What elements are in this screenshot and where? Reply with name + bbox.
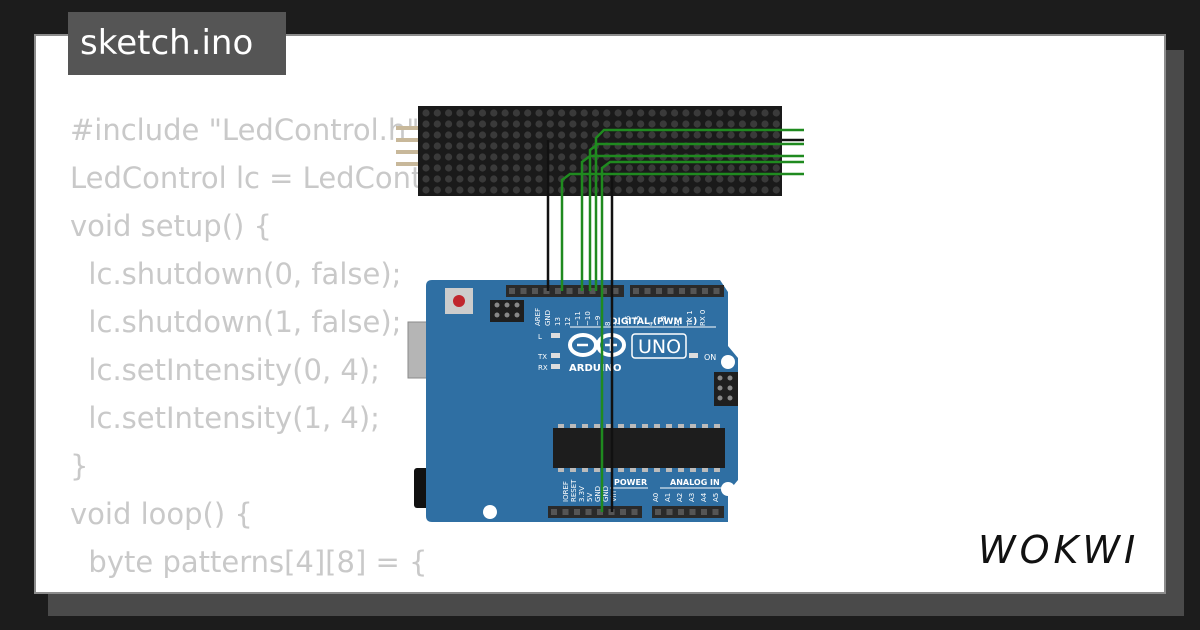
pin-label: 8	[604, 322, 612, 326]
file-title: sketch.ino	[68, 12, 286, 75]
pin-label: ~5	[634, 316, 642, 326]
mounting-hole	[721, 355, 735, 369]
pin-label: 4	[647, 321, 655, 326]
power-label: POWER	[614, 478, 647, 487]
led-matrix-dots	[422, 109, 780, 194]
led-matrix-module[interactable]	[396, 106, 782, 196]
code-line: void loop() {	[70, 497, 253, 531]
pin-label: 3.3V	[578, 486, 586, 502]
on-label: ON	[704, 353, 716, 362]
mounting-hole	[721, 482, 735, 496]
pin-label: 7	[614, 322, 622, 326]
board-model: UNO	[638, 336, 681, 358]
pin-label: ~9	[594, 316, 602, 326]
pin-label: IOREF	[562, 481, 570, 502]
pin-label: A4	[700, 492, 708, 502]
code-line: lc.shutdown(1, false);	[70, 305, 402, 339]
digital-label: DIGITAL (PWM ~)	[610, 317, 697, 327]
pin-label: 13	[554, 317, 562, 326]
microcontroller-chip	[553, 428, 725, 468]
led-label: RX	[538, 364, 548, 372]
matrix-header-pins	[396, 126, 418, 166]
led-label: L	[538, 333, 542, 341]
pin-label: GND	[544, 310, 552, 326]
wires	[546, 128, 804, 512]
analog-pin-labels: A0 A1 A2 A3 A4 A5	[652, 492, 720, 502]
analog-label: ANALOG IN	[670, 478, 720, 487]
wire-green-3	[588, 142, 804, 291]
power-header	[548, 506, 642, 518]
chip-pins	[558, 424, 720, 472]
pin-label: A2	[676, 493, 684, 502]
pin-label: 2	[673, 322, 681, 326]
digital-header-right	[630, 285, 724, 297]
pin-label: GND	[594, 486, 602, 502]
pin-label: TX 1	[686, 310, 694, 327]
pin-label: A0	[652, 493, 660, 502]
code-line: byte patterns[4][8] = {	[70, 545, 428, 579]
pin-label: Vin	[610, 491, 618, 502]
led-indicators	[551, 333, 698, 369]
uno-badge	[631, 333, 687, 359]
code-line: }	[70, 449, 89, 483]
wire-green-2	[580, 154, 804, 291]
led-matrix-body	[418, 106, 782, 196]
led-labels: L TX RX	[537, 333, 548, 372]
wire-green-4	[594, 128, 804, 291]
code-line: #include "LedControl.h"	[70, 113, 420, 147]
mounting-hole	[483, 505, 497, 519]
wokwi-logo: WOKWI	[978, 528, 1140, 572]
code-line: void setup() {	[70, 209, 272, 243]
pin-label: A5	[712, 493, 720, 502]
pin-label: RX 0	[699, 310, 707, 326]
icsp-header-right	[714, 372, 738, 406]
pin-label: 5V	[586, 493, 594, 502]
wire-green-1	[560, 172, 804, 291]
board-brand: ARDUINO	[569, 363, 621, 374]
code-line: lc.setIntensity(1, 4);	[70, 401, 380, 435]
pin-label: 12	[564, 317, 572, 326]
pin-label: AREF	[534, 308, 542, 326]
pin-label: A1	[664, 493, 672, 502]
pin-label: ~10	[584, 311, 592, 326]
code-line: lc.setIntensity(0, 4);	[70, 353, 380, 387]
pin-label: A3	[688, 493, 696, 502]
pin-label: ~3	[660, 316, 668, 326]
pin-label: GND	[602, 486, 610, 502]
icsp-header	[490, 300, 524, 322]
pin-label: ~11	[574, 311, 582, 326]
wire-green-5	[600, 160, 804, 512]
pin-label: ~6	[624, 315, 632, 326]
pin-label: RESET	[570, 479, 578, 502]
reset-button[interactable]	[445, 288, 473, 314]
code-line: lc.shutdown(0, false);	[70, 257, 402, 291]
led-label: TX	[537, 353, 547, 361]
